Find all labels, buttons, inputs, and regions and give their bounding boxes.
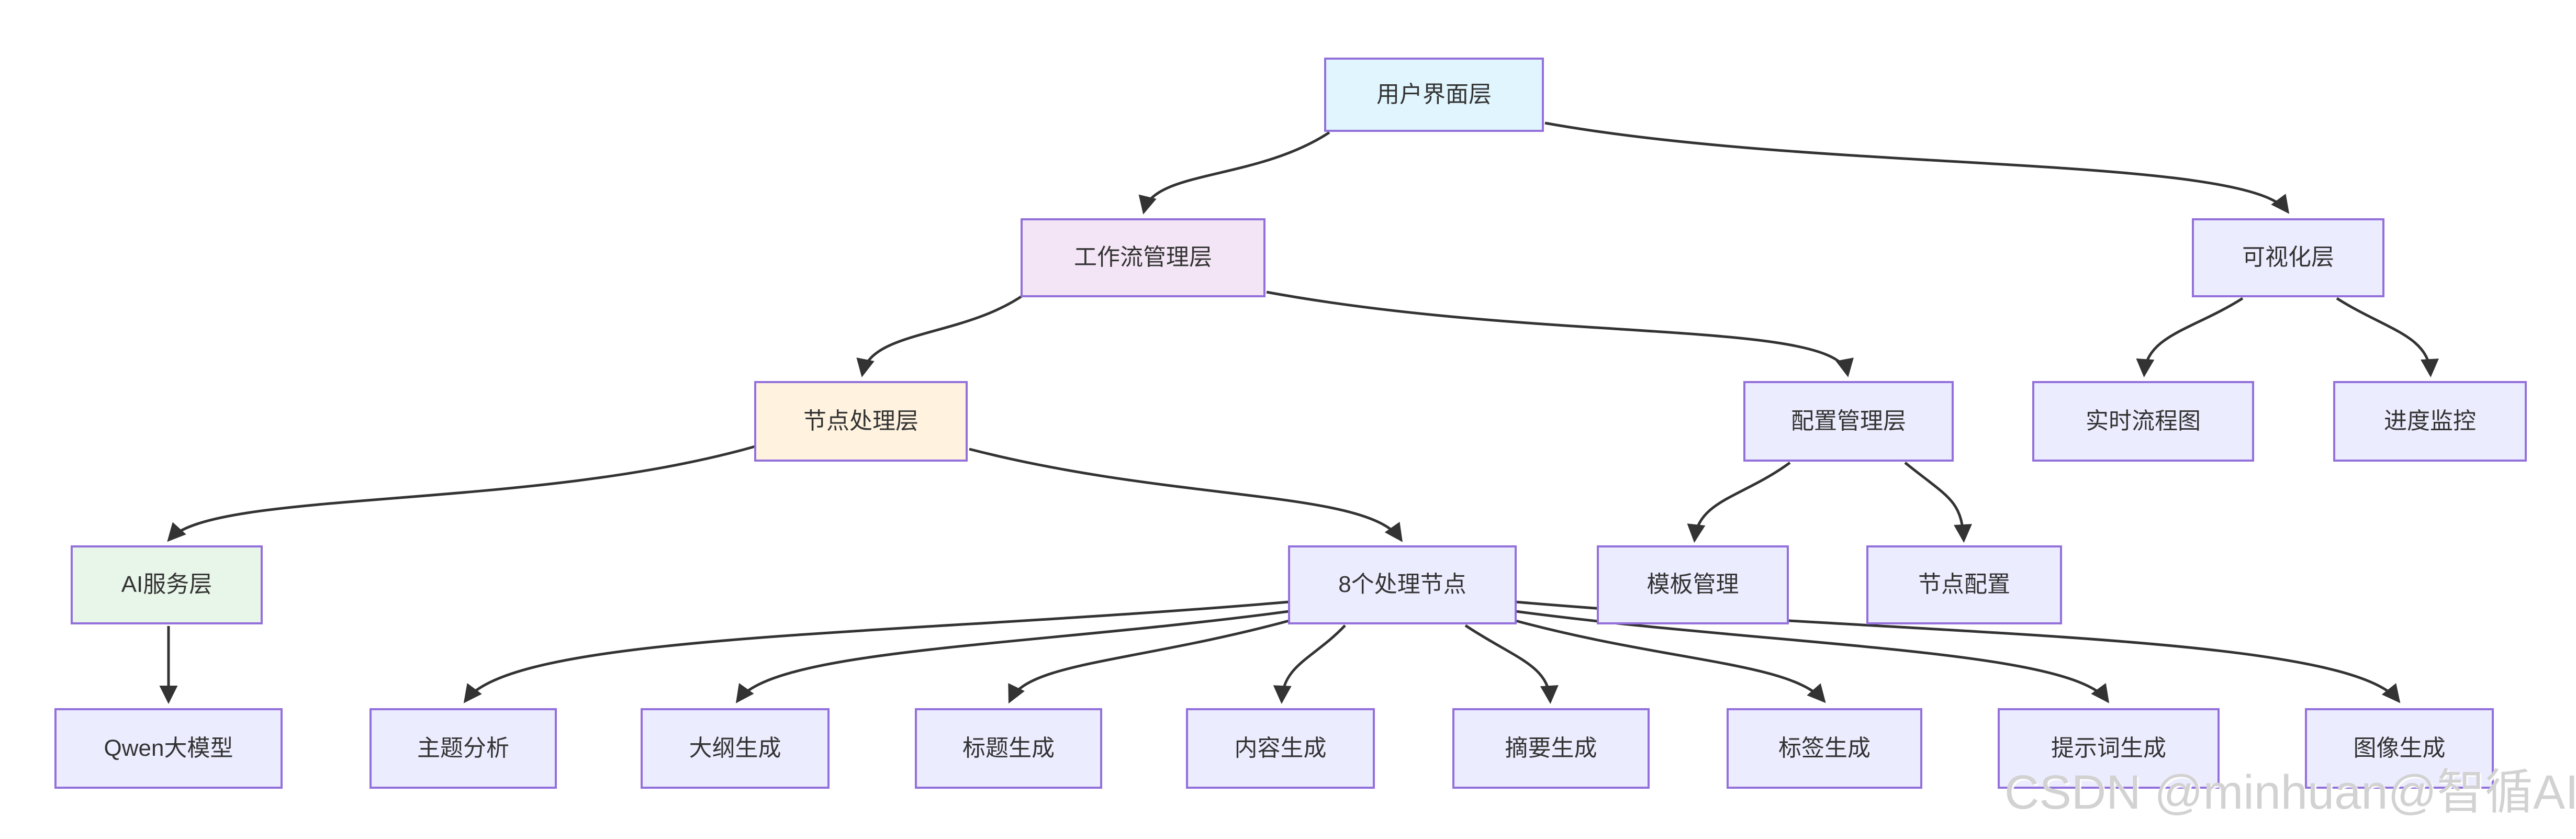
node-title-generation: 标题生成 [915, 708, 1102, 789]
node-realtime-flowchart: 实时流程图 [2032, 381, 2254, 462]
node-label: 用户界面层 [1376, 81, 1492, 107]
node-label: 主题分析 [417, 735, 509, 761]
edge-nodes8-to-topic [463, 600, 1290, 703]
node-label: 进度监控 [2384, 408, 2476, 434]
node-content-generation: 内容生成 [1186, 708, 1375, 789]
node-outline-generation: 大纲生成 [641, 708, 830, 789]
node-label: 8个处理节点 [1338, 572, 1466, 598]
node-label: 大纲生成 [689, 735, 781, 761]
edge-nodes8-to-outline [735, 610, 1290, 703]
edge-visualization-to-progress [2336, 297, 2439, 377]
node-template-management: 模板管理 [1597, 545, 1789, 624]
node-label: 内容生成 [1234, 735, 1327, 761]
edge-ui-to-workflow [1138, 131, 1330, 215]
edge-workflow-to-node-layer [856, 293, 1026, 377]
node-prompt-generation: 提示词生成 [1998, 708, 2220, 789]
edge-nodes8-to-title [1008, 619, 1290, 704]
node-visualization-layer: 可视化层 [2192, 218, 2384, 297]
node-label: 工作流管理层 [1074, 244, 1212, 271]
edge-nodes8-to-tags [1515, 619, 1826, 703]
node-tag-generation: 标签生成 [1727, 708, 1922, 789]
edge-workflow-to-config [1266, 290, 1854, 377]
edge-ui-to-visualization [1544, 121, 2290, 214]
node-label: AI服务层 [121, 572, 212, 598]
node-label: 标题生成 [962, 735, 1055, 761]
edge-nodes8-to-prompt [1515, 610, 2110, 703]
node-label: 可视化层 [2242, 244, 2334, 271]
node-summary-generation: 摘要生成 [1452, 708, 1650, 789]
node-topic-analysis: 主题分析 [369, 708, 557, 789]
edge-config-to-template [1687, 461, 1791, 543]
node-8-processing-nodes: 8个处理节点 [1288, 545, 1517, 624]
node-user-interface-layer: 用户界面层 [1324, 58, 1544, 132]
node-node-processing-layer: 节点处理层 [754, 381, 968, 462]
node-label: 摘要生成 [1505, 735, 1597, 761]
node-label: 标签生成 [1778, 735, 1871, 761]
node-label: Qwen大模型 [104, 735, 233, 761]
node-node-config: 节点配置 [1866, 545, 2062, 624]
edge-node-layer-to-nodes8 [969, 448, 1403, 542]
node-label: 实时流程图 [2086, 408, 2201, 434]
node-label: 提示词生成 [2051, 735, 2166, 761]
edge-node-layer-to-ai [167, 444, 757, 542]
edge-nodes8-to-summary [1464, 624, 1559, 704]
node-label: 节点配置 [1918, 572, 2010, 598]
node-workflow-management-layer: 工作流管理层 [1021, 218, 1265, 297]
edge-nodes8-to-content [1273, 624, 1346, 704]
node-progress-monitor: 进度监控 [2333, 381, 2527, 462]
node-qwen-model: Qwen大模型 [54, 708, 283, 789]
node-image-generation: 图像生成 [2305, 708, 2494, 789]
node-ai-service-layer: AI服务层 [71, 545, 263, 624]
node-config-management-layer: 配置管理层 [1743, 381, 1954, 462]
node-label: 模板管理 [1647, 572, 1739, 598]
node-label: 节点处理层 [803, 408, 919, 434]
edge-visualization-to-realtime [2136, 297, 2244, 377]
edge-config-to-node-config [1904, 462, 1972, 543]
node-label: 配置管理层 [1791, 408, 1906, 434]
node-label: 图像生成 [2353, 735, 2446, 761]
